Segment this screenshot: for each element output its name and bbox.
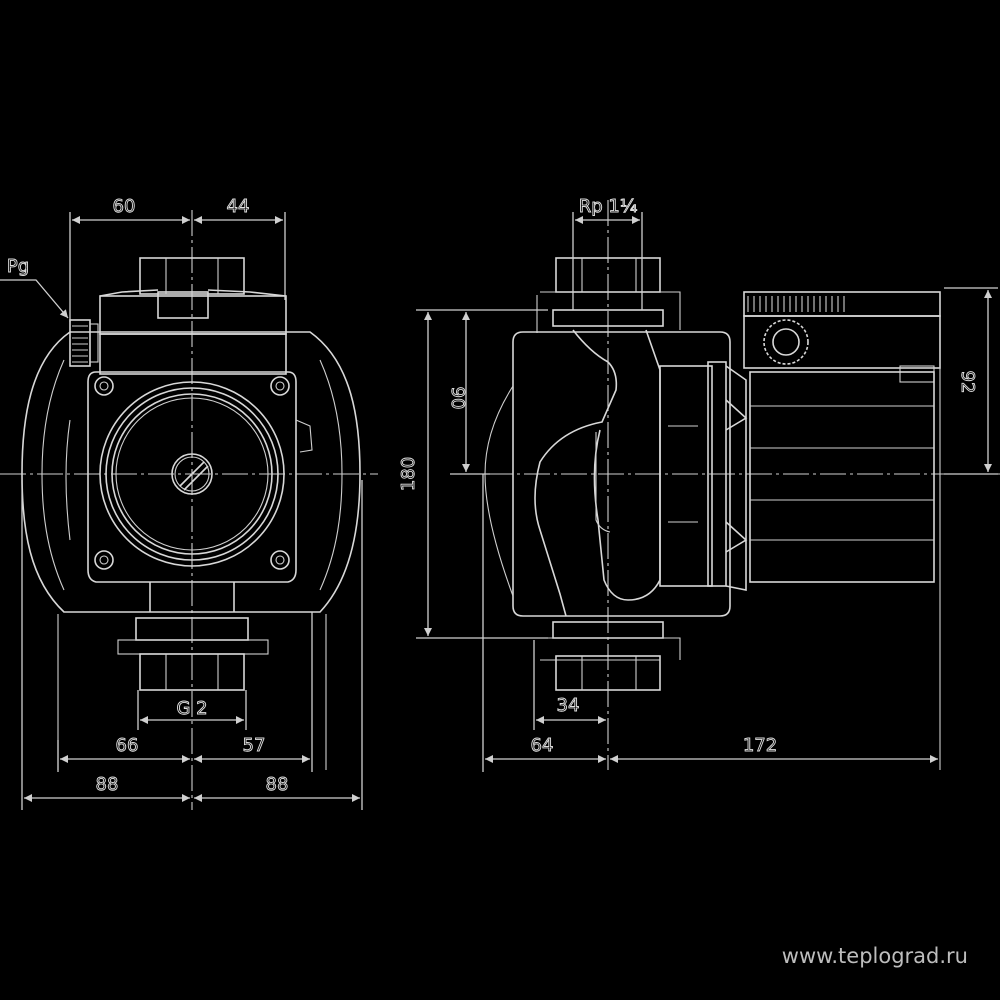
dim-g2: G 2 bbox=[176, 698, 207, 719]
cooling-fins bbox=[747, 296, 845, 312]
label-pg: Pg bbox=[7, 256, 29, 277]
dim-90: 90 bbox=[447, 387, 468, 410]
bolt-holes bbox=[94, 376, 290, 570]
motor-flange bbox=[87, 371, 297, 583]
dim-180: 180 bbox=[398, 457, 419, 491]
dim-92: 92 bbox=[957, 371, 978, 394]
dim-88-right: 88 bbox=[266, 774, 289, 795]
vent-screw bbox=[171, 453, 213, 495]
dim-66: 66 bbox=[116, 735, 139, 756]
side-bottom-port bbox=[555, 655, 661, 691]
side-view: Rp 1¼ 180 90 92 34 64 172 bbox=[398, 196, 1000, 772]
dim-34: 34 bbox=[557, 695, 580, 716]
watermark[interactable]: www.teplograd.ru bbox=[781, 944, 968, 968]
electronics-module-top bbox=[743, 291, 941, 317]
cable-gland bbox=[69, 319, 91, 367]
side-top-flange bbox=[552, 309, 664, 327]
dim-rp-1-1-4: Rp 1¼ bbox=[579, 196, 638, 217]
motor-body bbox=[749, 371, 935, 583]
terminal-box bbox=[99, 295, 287, 335]
dim-64: 64 bbox=[531, 735, 554, 756]
front-view: 60 44 Pg G 2 66 57 88 88 bbox=[0, 196, 378, 810]
dim-44: 44 bbox=[227, 196, 250, 217]
speed-selector-knob bbox=[763, 319, 809, 365]
front-outer-housing bbox=[21, 331, 361, 613]
rotor-cover bbox=[111, 393, 273, 555]
bottom-port bbox=[139, 653, 245, 691]
dim-57: 57 bbox=[243, 735, 266, 756]
pump-housing bbox=[512, 331, 731, 617]
dim-88-left: 88 bbox=[96, 774, 119, 795]
dim-60: 60 bbox=[113, 196, 136, 217]
top-port bbox=[139, 257, 245, 295]
dim-172: 172 bbox=[743, 735, 777, 756]
